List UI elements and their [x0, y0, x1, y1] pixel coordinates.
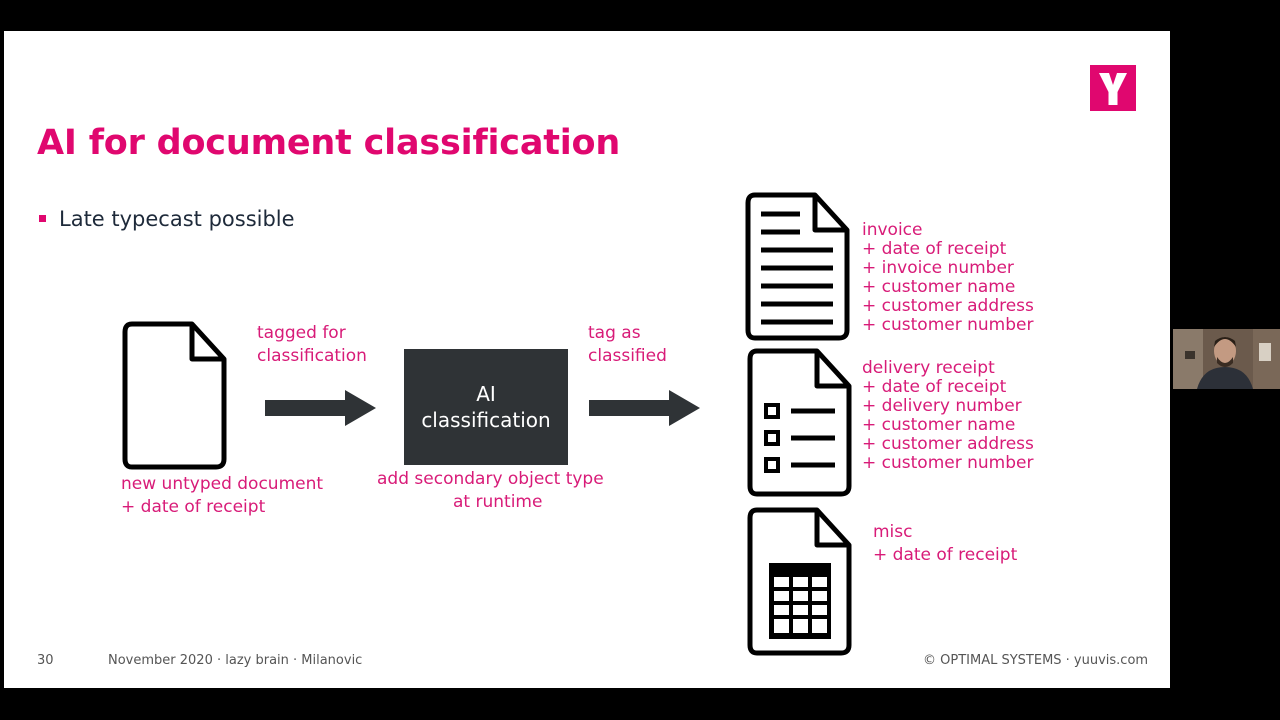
untyped-label-2: + date of receipt — [121, 497, 266, 517]
bullet-text: Late typecast possible — [59, 207, 295, 231]
invoice-field: + customer number — [862, 315, 1034, 335]
yuuvis-logo-icon — [1090, 65, 1136, 111]
page-number: 30 — [37, 653, 54, 668]
webcam-thumbnail[interactable] — [1173, 329, 1280, 389]
ai-box-line-1: AI — [476, 382, 496, 406]
invoice-field: + customer name — [862, 277, 1016, 297]
arrow1-label-1: tagged for — [257, 323, 346, 343]
ai-box-line-2: classification — [421, 408, 551, 432]
ai-sub-label-2: at runtime — [453, 492, 543, 512]
slide: AI for document classification Late type… — [4, 31, 1170, 688]
delivery-field: + customer address — [862, 434, 1034, 454]
invoice-field: + customer address — [862, 296, 1034, 316]
delivery-field: + customer number — [862, 453, 1034, 473]
misc-field: + date of receipt — [873, 545, 1018, 565]
delivery-field: + date of receipt — [862, 377, 1007, 397]
footer-right: © OPTIMAL SYSTEMS · yuuvis.com — [923, 653, 1149, 668]
bullet-marker — [39, 215, 46, 222]
invoice-field: + date of receipt — [862, 239, 1007, 259]
delivery-field: delivery receipt — [862, 358, 995, 378]
invoice-field: + invoice number — [862, 258, 1014, 278]
arrow-right-icon — [265, 390, 376, 426]
delivery-field: + delivery number — [862, 396, 1022, 416]
arrow1-label-2: classification — [257, 346, 367, 366]
arrow-right-icon — [589, 390, 700, 426]
untyped-label-1: new untyped document — [121, 474, 324, 494]
blank-document-icon — [122, 321, 227, 470]
invoice-document-icon — [745, 192, 850, 341]
misc-field: misc — [873, 522, 913, 542]
arrow2-label-2: classified — [588, 346, 667, 366]
slide-title: AI for document classification — [37, 123, 621, 163]
checklist-document-icon — [747, 348, 852, 497]
delivery-field: + customer name — [862, 415, 1016, 435]
footer-left: November 2020 · lazy brain · Milanovic — [108, 653, 363, 668]
arrow2-label-1: tag as — [588, 323, 641, 343]
invoice-field: invoice — [862, 220, 923, 240]
ai-sub-label-1: add secondary object type — [377, 469, 604, 489]
spreadsheet-document-icon — [747, 507, 852, 656]
ai-classification-box: AI classification — [404, 349, 568, 465]
